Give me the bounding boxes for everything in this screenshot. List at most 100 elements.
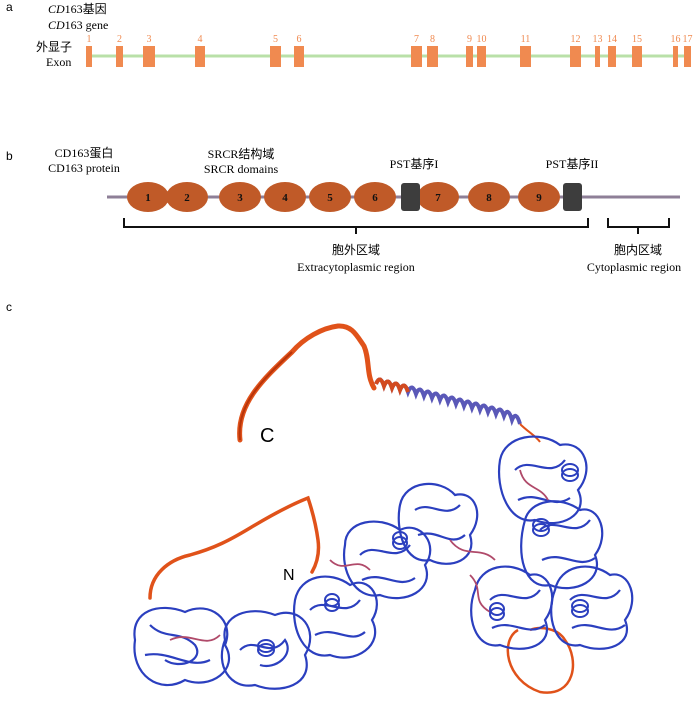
exon-block-10 <box>477 46 486 67</box>
domain-blob-7-detail <box>539 519 596 564</box>
exon-block-13 <box>595 46 600 67</box>
exon-number-5: 5 <box>273 34 278 45</box>
srcr-domain-1 <box>127 182 169 212</box>
srcr-domain-6 <box>354 182 396 212</box>
purple-accent-strands <box>169 469 549 642</box>
srcr-domain-5 <box>309 182 351 212</box>
exon-number-15: 15 <box>632 34 642 45</box>
panel-a-letter: a <box>6 0 13 14</box>
domain-blob-1 <box>133 606 231 686</box>
exon-label-en: Exon <box>46 55 71 69</box>
gene-cn-italic: CD <box>48 2 65 16</box>
exon-number-7: 7 <box>414 34 419 45</box>
domain-blob-7 <box>520 500 604 590</box>
exon-block-4 <box>195 46 205 67</box>
srcr-domain-number-7: 7 <box>435 192 441 204</box>
gene-cn-rest: 163基因 <box>65 2 107 16</box>
srcr-domain-9 <box>518 182 560 212</box>
exon-number-6: 6 <box>297 34 302 45</box>
extracytoplasmic-label-cn: 胞外区域 <box>332 243 380 257</box>
exon-number-2: 2 <box>117 34 122 45</box>
exon-block-11 <box>520 46 531 67</box>
exon-block-15 <box>632 46 642 67</box>
gene-en-italic: CD <box>48 18 65 32</box>
exon-block-8 <box>427 46 438 67</box>
bottom-orange-loop <box>506 626 575 694</box>
pst-motif-1 <box>401 183 420 211</box>
exon-number-8: 8 <box>430 34 435 45</box>
domain-blob-2-detail <box>239 638 289 668</box>
srcr-domain-3 <box>219 182 261 212</box>
helix-coils <box>257 463 589 657</box>
domain-blob-1-detail <box>144 624 211 666</box>
cytoplasmic-label-cn: 胞内区域 <box>614 243 662 257</box>
srcr-domain-number-2: 2 <box>184 192 190 204</box>
helix-linker <box>519 423 541 443</box>
srcr-domain-2 <box>166 182 208 212</box>
helix-start <box>374 377 410 396</box>
domain-blob-9-detail <box>569 589 626 631</box>
exon-number-10: 10 <box>477 34 487 45</box>
domain-blob-5 <box>397 482 479 565</box>
pst2-label: PST基序II <box>546 156 599 171</box>
blue-domains <box>133 435 634 690</box>
domain-blob-6-detail <box>514 459 571 504</box>
exon-number-4: 4 <box>198 34 203 45</box>
gene-en-rest: 163 gene <box>65 18 109 32</box>
exon-block-1 <box>86 46 92 67</box>
exon-number-9: 9 <box>467 34 472 45</box>
exon-number-14: 14 <box>607 34 617 45</box>
exon-block-5 <box>270 46 281 67</box>
exon-number-1: 1 <box>87 34 92 45</box>
domain-blob-3 <box>292 575 378 659</box>
exon-number-3: 3 <box>147 34 152 45</box>
exon-block-16 <box>673 46 678 67</box>
srcr-domain-number-3: 3 <box>237 192 243 204</box>
panel-c-letter: c <box>6 300 12 314</box>
extracytoplasmic-bracket <box>123 218 589 234</box>
domain-blob-9 <box>550 565 634 650</box>
n-terminal-ribbon <box>148 495 321 600</box>
exon-block-9 <box>466 46 473 67</box>
protein-label-en: CD163 protein <box>48 161 120 175</box>
srcr-domain-number-9: 9 <box>536 192 542 204</box>
protein-3d-structure <box>133 323 634 694</box>
cytoplasmic-bracket <box>607 218 670 234</box>
exon-label-cn: 外显子 <box>36 40 72 54</box>
gene-label-en: CD163 gene <box>48 18 108 32</box>
srcr-domain-number-4: 4 <box>282 192 288 204</box>
cytoplasmic-label-en: Cytoplasmic region <box>587 260 681 274</box>
srcr-domain-4 <box>264 182 306 212</box>
srcr-label-en: SRCR domains <box>204 162 279 176</box>
exon-number-17: 17 <box>683 34 693 45</box>
exon-block-12 <box>570 46 581 67</box>
protein-label-cn: CD163蛋白 <box>55 145 114 160</box>
domain-blob-6 <box>497 435 588 525</box>
domain-blob-8 <box>470 565 554 650</box>
exon-number-13: 13 <box>593 34 603 45</box>
srcr-domain-number-5: 5 <box>327 192 333 204</box>
c-terminal-ribbon-edge <box>238 351 293 441</box>
exon-block-17 <box>684 46 691 67</box>
srcr-domain-8 <box>468 182 510 212</box>
exon-block-6 <box>294 46 304 67</box>
exon-block-7 <box>411 46 422 67</box>
pst1-label: PST基序I <box>390 156 439 171</box>
exon-number-11: 11 <box>521 34 531 45</box>
exon-block-3 <box>143 46 155 67</box>
domain-blob-2 <box>220 610 312 690</box>
extracytoplasmic-label-en: Extracytoplasmic region <box>297 260 415 274</box>
domain-blob-3-detail <box>309 599 366 638</box>
domain-blob-8-detail <box>489 589 546 631</box>
srcr-label-cn: SRCR结构域 <box>208 146 275 161</box>
pst-motif-2 <box>563 183 582 211</box>
exon-number-12: 12 <box>571 34 581 45</box>
srcr-domain-number-8: 8 <box>486 192 492 204</box>
exon-block-14 <box>608 46 616 67</box>
exon-number-16: 16 <box>671 34 681 45</box>
srcr-domain-number-6: 6 <box>372 192 378 204</box>
domain-blob-5-detail <box>414 504 466 541</box>
panel-b-letter: b <box>6 149 13 163</box>
